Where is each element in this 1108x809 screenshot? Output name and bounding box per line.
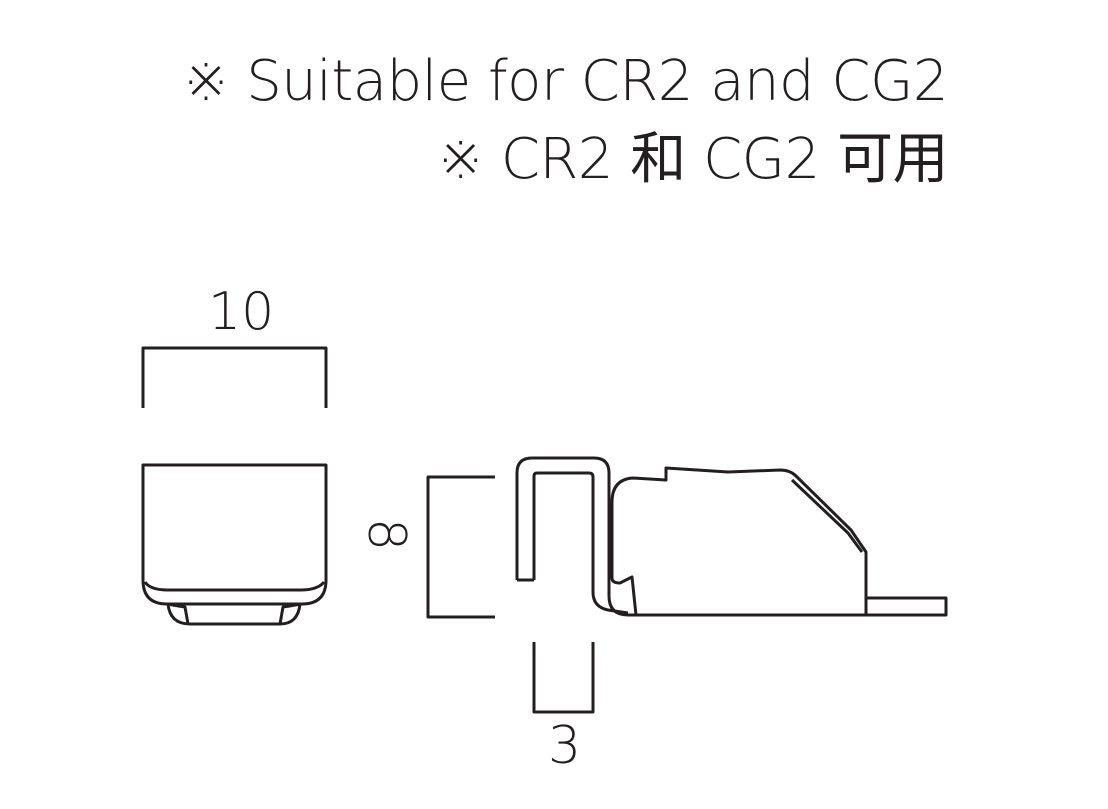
compatibility-note-english: ※ Suitable for CR2 and CG2	[182, 49, 949, 114]
side-view	[515, 456, 948, 617]
side-view-hook-inner	[532, 471, 629, 615]
width-dimension-label: 10	[208, 282, 275, 342]
front-view-body	[141, 463, 328, 606]
side-view-body	[610, 466, 948, 617]
height-dimension-line	[426, 475, 495, 619]
side-view-hook	[515, 456, 629, 617]
front-view-foot-right-notch	[278, 602, 301, 625]
depth-dimension-label: 3	[548, 716, 582, 776]
compatibility-note-chinese: ※ CR2 和 CG2 可用	[437, 127, 948, 192]
side-view-body-bevel	[790, 478, 864, 553]
depth-dimension-line	[532, 642, 595, 714]
width-dimension-line	[141, 346, 328, 408]
front-view	[141, 463, 328, 626]
front-view-inner-line	[143, 581, 326, 592]
height-dimension-label: 8	[356, 518, 416, 552]
front-view-foot-left-notch	[167, 602, 190, 625]
front-view-foot	[166, 603, 302, 626]
